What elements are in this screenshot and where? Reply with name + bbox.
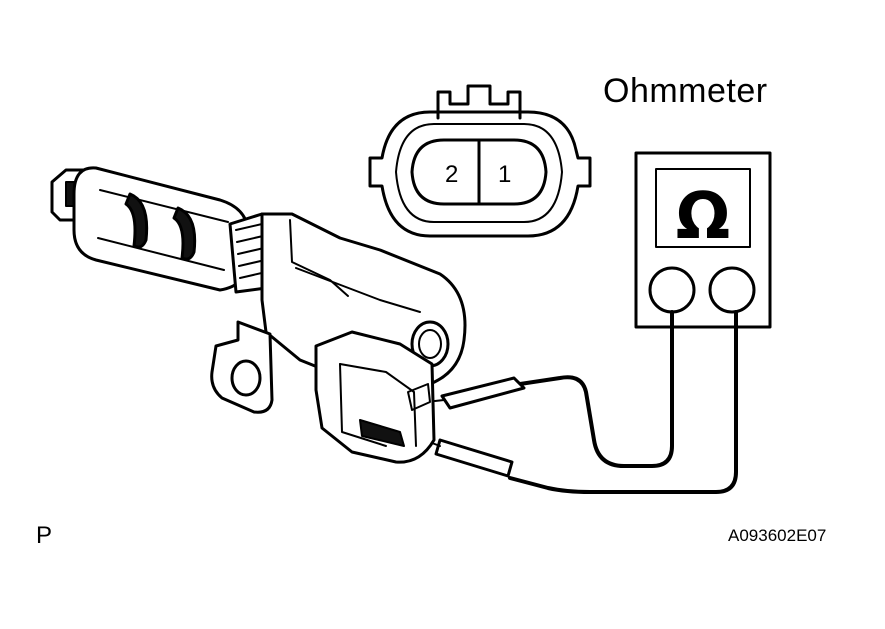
meter-jack-left: [648, 266, 696, 314]
ohmmeter-label: Ohmmeter: [603, 72, 768, 110]
pin-2-label: 2: [445, 161, 458, 188]
connector-face: 2 1: [368, 84, 592, 238]
ohmmeter: Ω: [634, 151, 772, 329]
oil-control-valve: [50, 166, 467, 464]
ohm-symbol-icon: Ω: [676, 180, 730, 254]
figure-code-label: A093602E07: [728, 526, 827, 545]
meter-jack-right: [708, 266, 756, 314]
pin-1-label: 1: [498, 161, 511, 188]
corner-mark-label: P: [36, 522, 53, 549]
test-leads: [423, 310, 738, 494]
